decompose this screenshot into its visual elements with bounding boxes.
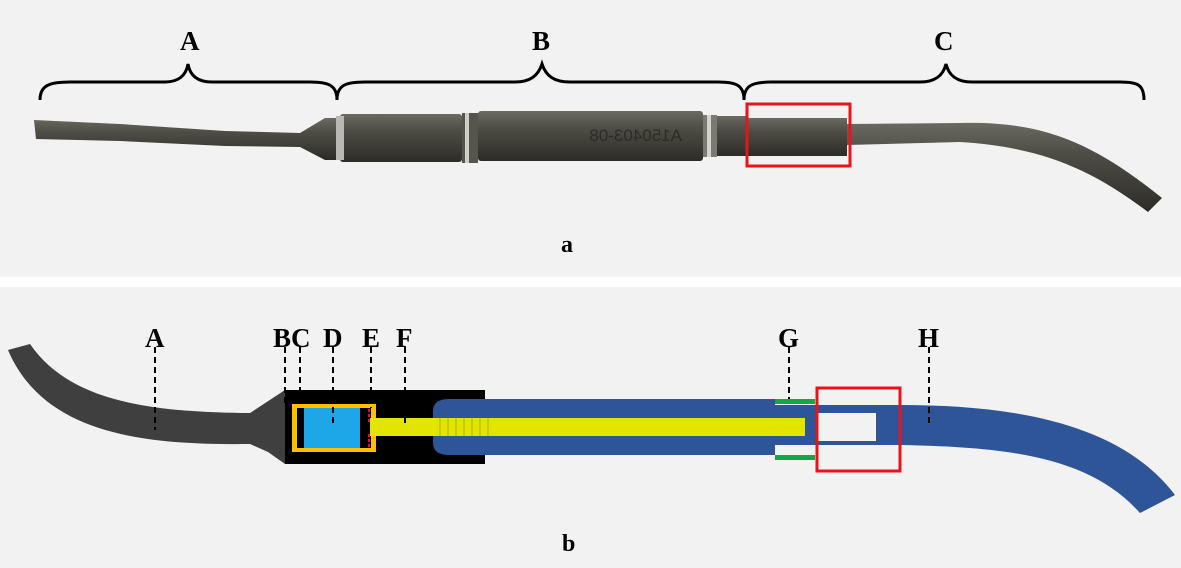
device-schematic bbox=[8, 344, 1175, 513]
screw-f-threads bbox=[439, 418, 489, 436]
tube-c-thick bbox=[747, 118, 847, 156]
label-bc: BC bbox=[273, 323, 311, 353]
brace-c bbox=[742, 63, 1146, 101]
part-g-bottom bbox=[775, 455, 815, 460]
label-a: A bbox=[145, 323, 165, 353]
neck bbox=[717, 116, 747, 156]
caption-b: b bbox=[562, 531, 576, 557]
highlight-box-b bbox=[815, 386, 902, 473]
tube-c-thin bbox=[847, 122, 1162, 212]
label-h: H bbox=[918, 323, 940, 353]
ring-3-band bbox=[707, 115, 711, 157]
ring-1 bbox=[336, 116, 344, 160]
body-left bbox=[340, 114, 462, 162]
label-b: B bbox=[532, 26, 551, 56]
label-f: F bbox=[396, 323, 413, 353]
brace-b bbox=[335, 59, 746, 101]
brace-a bbox=[38, 63, 339, 101]
inner-cavity bbox=[818, 413, 876, 441]
device-photo: A150403-08 bbox=[34, 59, 1162, 212]
screw-f bbox=[370, 418, 805, 436]
label-a: A bbox=[180, 26, 200, 56]
panel-a-photo: A150403-08 A B C a bbox=[0, 0, 1181, 277]
ring-2 bbox=[462, 113, 478, 163]
caption-a: a bbox=[561, 232, 573, 258]
label-e: E bbox=[362, 323, 381, 353]
body-right bbox=[478, 111, 703, 161]
section-a-tube bbox=[8, 344, 285, 464]
label-g: G bbox=[778, 323, 800, 353]
tube-a bbox=[34, 118, 340, 160]
panel-b-schematic: A BC D E F G H b bbox=[0, 287, 1181, 568]
serial-number: A150403-08 bbox=[589, 126, 682, 145]
highlight-box-a bbox=[745, 102, 852, 168]
block-d bbox=[304, 408, 360, 448]
leader-lines bbox=[154, 347, 930, 430]
ring-2-band bbox=[465, 113, 469, 163]
part-g-top bbox=[775, 399, 815, 404]
label-c: C bbox=[934, 26, 954, 56]
label-d: D bbox=[323, 323, 343, 353]
